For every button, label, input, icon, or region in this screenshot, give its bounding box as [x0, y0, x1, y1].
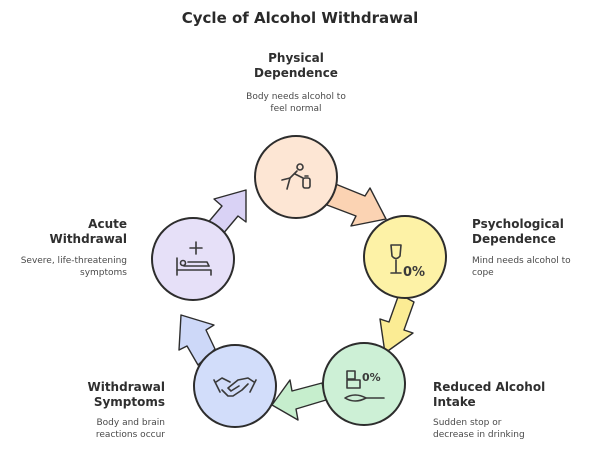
arrow-psychological-to-reduced — [379, 293, 415, 354]
stage-desc-line: Body and brain — [96, 418, 165, 428]
handshake-icon — [213, 377, 257, 397]
stage-title-line: Withdrawal — [87, 380, 165, 394]
stage-desc-line: cope — [472, 268, 494, 278]
stage-title-withdrawal-symptoms: Withdrawal Symptoms — [40, 380, 165, 410]
stage-title-psychological-dependence: Psychological Dependence — [472, 217, 592, 247]
stage-desc-line: Mind needs alcohol to — [472, 256, 571, 266]
node-psychological-dependence: 0% — [363, 215, 447, 299]
stage-desc-line: feel normal — [270, 104, 322, 114]
stage-title-reduced-alcohol-intake: Reduced Alcohol Intake — [433, 380, 573, 410]
stage-desc-line: reactions occur — [95, 430, 165, 440]
arrow-reduced-to-withdrawal — [271, 379, 327, 421]
measuring-spoon-zero-percent-icon — [344, 370, 385, 402]
arrow-physical-to-psychological — [326, 182, 387, 227]
node-acute-withdrawal — [151, 217, 235, 301]
stage-title-line: Symptoms — [93, 395, 165, 409]
stage-title-line: Psychological — [472, 217, 564, 231]
stage-desc-line: Sudden stop or — [433, 418, 502, 428]
stage-desc-reduced-alcohol-intake: Sudden stop or decrease in drinking — [433, 417, 573, 441]
stage-title-physical-dependence: Physical Dependence — [221, 51, 371, 81]
stage-desc-withdrawal-symptoms: Body and brain reactions occur — [40, 417, 165, 441]
stage-title-line: Acute — [88, 217, 127, 231]
stage-title-line: Withdrawal — [49, 232, 127, 246]
stage-desc-line: decrease in drinking — [433, 430, 525, 440]
node-withdrawal-symptoms — [193, 344, 277, 428]
stage-desc-line: Severe, life-threatening — [20, 256, 127, 266]
arrow-withdrawal-to-acute — [178, 314, 216, 366]
node-physical-dependence — [254, 135, 338, 219]
stage-title-line: Dependence — [254, 66, 338, 80]
stage-title-line: Physical — [268, 51, 324, 65]
stage-title-line: Intake — [433, 395, 476, 409]
stage-desc-psychological-dependence: Mind needs alcohol to cope — [472, 255, 592, 279]
person-bending-to-bottle-icon — [281, 163, 311, 190]
stage-title-line: Dependence — [472, 232, 556, 246]
stage-title-line: Reduced Alcohol — [433, 380, 546, 394]
reduced-icon-text: 0% — [362, 371, 381, 384]
stage-title-acute-withdrawal: Acute Withdrawal — [10, 217, 127, 247]
wine-glass-zero-percent-icon — [390, 244, 402, 274]
stage-desc-line: symptoms — [80, 268, 127, 278]
psychological-icon-text: 0% — [403, 265, 425, 280]
stage-desc-physical-dependence: Body needs alcohol to feel normal — [211, 91, 381, 115]
diagram-title: Cycle of Alcohol Withdrawal — [181, 9, 419, 27]
cycle-arrows — [178, 182, 415, 421]
stage-desc-acute-withdrawal: Severe, life-threatening symptoms — [0, 255, 127, 279]
node-reduced-alcohol-intake: 0% — [322, 342, 406, 426]
hospital-bed-icon — [176, 241, 212, 276]
stage-desc-line: Body needs alcohol to — [246, 92, 346, 102]
